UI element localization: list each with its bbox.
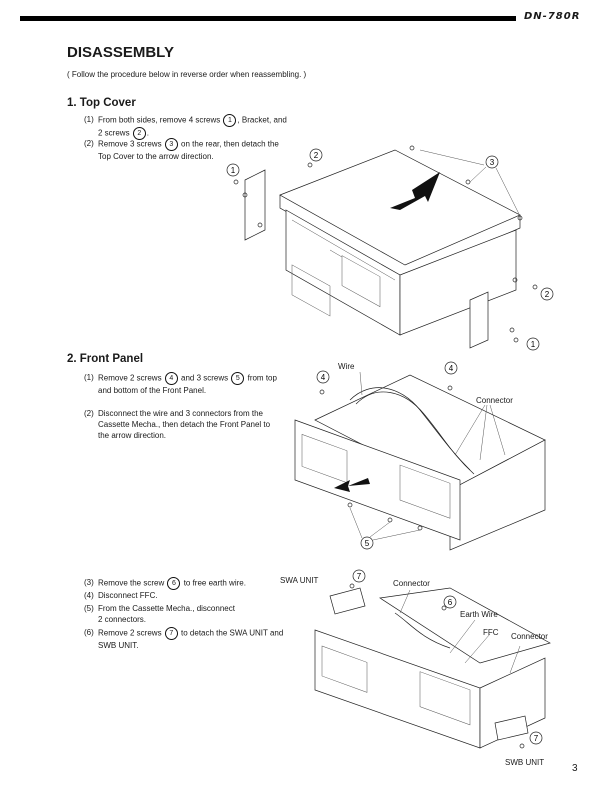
step-text: on the rear, then detach the — [178, 139, 279, 149]
step-text: from top — [245, 373, 277, 383]
step-2-5: (5) From the Cassette Mecha., disconnect… — [84, 603, 309, 625]
step-text: and bottom of the Front Panel. — [98, 386, 207, 395]
step-2-2: (2) Disconnect the wire and 3 connectors… — [84, 408, 309, 441]
label-connector: Connector — [476, 396, 513, 405]
screw-icons — [319, 385, 453, 531]
page-title: DISASSEMBLY — [67, 44, 174, 61]
ffc-cable — [394, 612, 451, 649]
callouts-fig1: 1 2 3 2 1 — [226, 148, 554, 351]
callout-4b: 4 — [449, 364, 454, 373]
callout-circle: 4 — [164, 372, 178, 385]
direction-arrow — [334, 478, 370, 492]
step-number: (2) — [84, 139, 94, 148]
step-text: From both sides, remove 4 screws — [98, 115, 223, 125]
step-2-1: (1) Remove 2 screws 4 and 3 screws 5 fro… — [84, 372, 309, 396]
step-2-6: (6) Remove 2 screws 7 to detach the SWA … — [84, 627, 309, 651]
step-1-1: (1) From both sides, remove 4 screws 1, … — [84, 114, 309, 140]
callout-2b: 2 — [545, 290, 550, 299]
label-swb-unit: SWB UNIT — [505, 758, 545, 767]
step-number: (1) — [84, 115, 94, 124]
callout-6: 6 — [448, 598, 453, 607]
callout-4: 4 — [321, 373, 326, 382]
model-name: DN-780R — [524, 11, 581, 22]
step-text: Remove 2 screws — [98, 373, 164, 383]
step-text: . — [146, 128, 150, 138]
step-text: and 3 screws — [178, 373, 231, 383]
step-2-3: (3) Remove the screw 6 to free earth wir… — [84, 577, 309, 590]
swa-swb-diagram: 7 6 7 — [314, 569, 551, 749]
step-text: Disconnect the wire and 3 connectors fro… — [98, 409, 263, 418]
callout-circle: 2 — [132, 127, 146, 140]
callout-1: 1 — [231, 166, 236, 175]
step-2-4: (4) Disconnect FFC. — [84, 590, 309, 601]
step-text: , Bracket, and — [237, 115, 287, 125]
header-rule — [20, 16, 516, 21]
step-number: (4) — [84, 591, 94, 600]
label-swa-unit: SWA UNIT — [280, 576, 319, 585]
swb-unit-board — [494, 715, 529, 741]
step-text: to free earth wire. — [181, 578, 246, 588]
callout-circle: 3 — [164, 138, 178, 151]
section-heading-top-cover: 1. Top Cover — [67, 97, 136, 109]
front-panel-shape — [314, 629, 481, 749]
callout-3: 3 — [490, 158, 495, 167]
step-text: From the Cassette Mecha., disconnect — [98, 604, 235, 613]
callout-circle: 5 — [231, 372, 245, 385]
top-cover-diagram: 1 2 3 2 1 — [226, 145, 554, 351]
bracket-right — [469, 291, 489, 349]
step-text: Remove 3 screws — [98, 139, 164, 149]
step-number: (5) — [84, 604, 94, 613]
label-earth-wire: Earth Wire — [460, 610, 498, 619]
step-number: (3) — [84, 578, 94, 587]
callout-circle: 7 — [164, 627, 178, 640]
screw-icons — [233, 145, 538, 343]
bracket-left — [244, 169, 266, 241]
callout-7: 7 — [357, 572, 362, 581]
callout-2: 2 — [314, 151, 319, 160]
direction-arrow — [390, 172, 440, 210]
callout-5: 5 — [365, 539, 370, 548]
step-text: Top Cover to the arrow direction. — [98, 152, 214, 161]
step-text: SWB UNIT. — [98, 641, 139, 650]
callout-circle: 1 — [223, 114, 237, 127]
front-panel-shape — [294, 419, 461, 541]
step-1-2: (2) Remove 3 screws 3 on the rear, then … — [84, 138, 309, 162]
step-text: 2 connectors. — [98, 615, 147, 624]
label-connector-2: Connector — [393, 579, 430, 588]
front-panel-diagram: 4 4 5 — [294, 361, 546, 551]
step-text: Disconnect FFC. — [98, 591, 158, 600]
step-number: (6) — [84, 628, 94, 637]
screw-icons — [349, 583, 525, 749]
label-connector-3: Connector — [511, 632, 548, 641]
section-heading-front-panel: 2. Front Panel — [67, 353, 144, 365]
page-number: 3 — [572, 763, 578, 774]
callout-7b: 7 — [534, 734, 539, 743]
step-number: (2) — [84, 409, 94, 418]
step-text: Remove the screw — [98, 578, 167, 588]
callout-1b: 1 — [531, 340, 536, 349]
step-text: the arrow direction. — [98, 431, 167, 440]
step-text: Remove 2 screws — [98, 628, 164, 638]
step-number: (1) — [84, 373, 94, 382]
swa-unit-board — [329, 587, 366, 615]
step-text: to detach the SWA UNIT and — [178, 628, 284, 638]
step-text: Cassette Mecha., then detach the Front P… — [98, 420, 271, 429]
label-wire: Wire — [338, 362, 355, 371]
page-subtitle: ( Follow the procedure below in reverse … — [67, 70, 307, 79]
chassis-top — [379, 587, 551, 664]
step-text: 2 screws — [98, 128, 132, 138]
label-ffc: FFC — [483, 628, 499, 637]
callout-circle: 6 — [167, 577, 181, 590]
chassis-side — [399, 229, 517, 336]
